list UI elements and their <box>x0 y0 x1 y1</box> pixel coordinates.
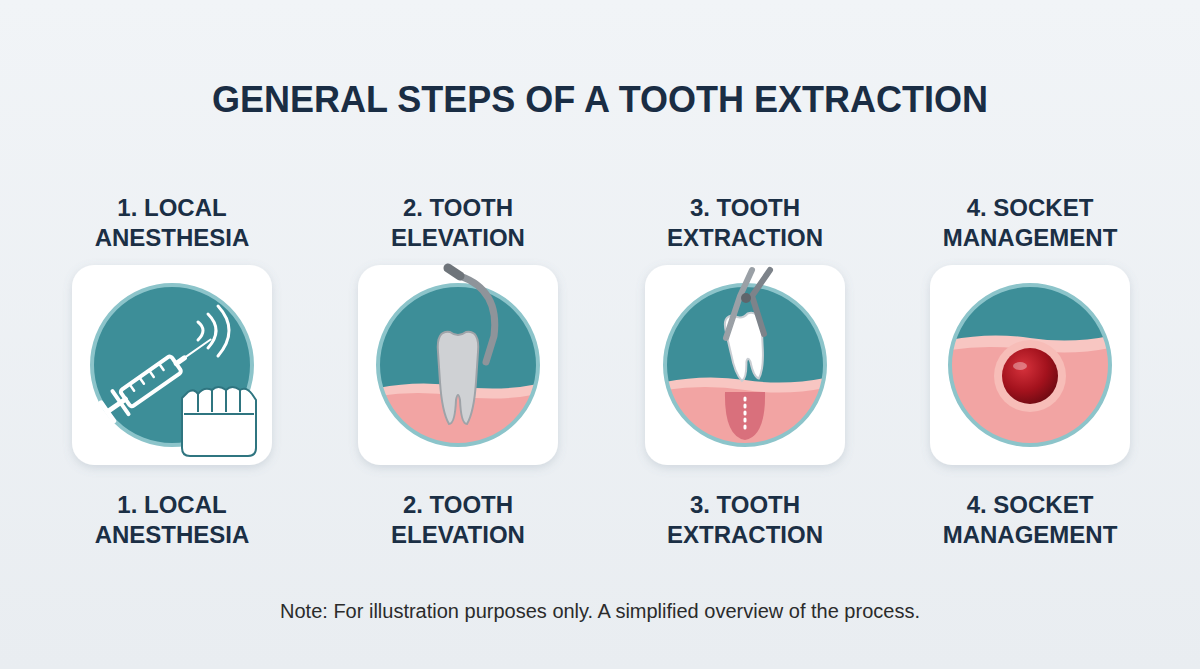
step-label: 2. TOOTH ELEVATION <box>343 193 573 253</box>
flow-arrow <box>851 346 920 384</box>
diagram-title: GENERAL STEPS OF A TOOTH EXTRACTION <box>20 78 1180 122</box>
elevation-icon <box>378 268 538 445</box>
step-box: 4. SOCKET MANAGEMENT4. SOCKET MANAGEMENT <box>930 265 1130 465</box>
step-label: 2. TOOTH ELEVATION <box>343 490 573 550</box>
step-label: 3. TOOTH EXTRACTION <box>630 490 860 550</box>
step-box: 2. TOOTH ELEVATION2. TOOTH ELEVATION <box>358 265 558 465</box>
note-caption: Note: For illustration purposes only. A … <box>20 598 1180 624</box>
anesthesia-icon <box>92 285 256 456</box>
socket-icon <box>950 285 1110 445</box>
step-label: 4. SOCKET MANAGEMENT <box>915 490 1145 550</box>
step-card <box>72 265 1130 465</box>
step-label: 4. SOCKET MANAGEMENT <box>915 193 1145 253</box>
step-box: 3. TOOTH EXTRACTION3. TOOTH EXTRACTION <box>645 265 845 465</box>
flow-arrow <box>278 346 348 384</box>
flow-arrow <box>564 346 635 384</box>
extraction-icon <box>665 270 825 445</box>
step-label: 3. TOOTH EXTRACTION <box>630 193 860 253</box>
step-label: 1. LOCAL ANESTHESIA <box>57 490 287 550</box>
step-box: 1. LOCAL ANESTHESIA1. LOCAL ANESTHESIA <box>72 265 272 465</box>
step-label: 1. LOCAL ANESTHESIA <box>57 193 287 253</box>
